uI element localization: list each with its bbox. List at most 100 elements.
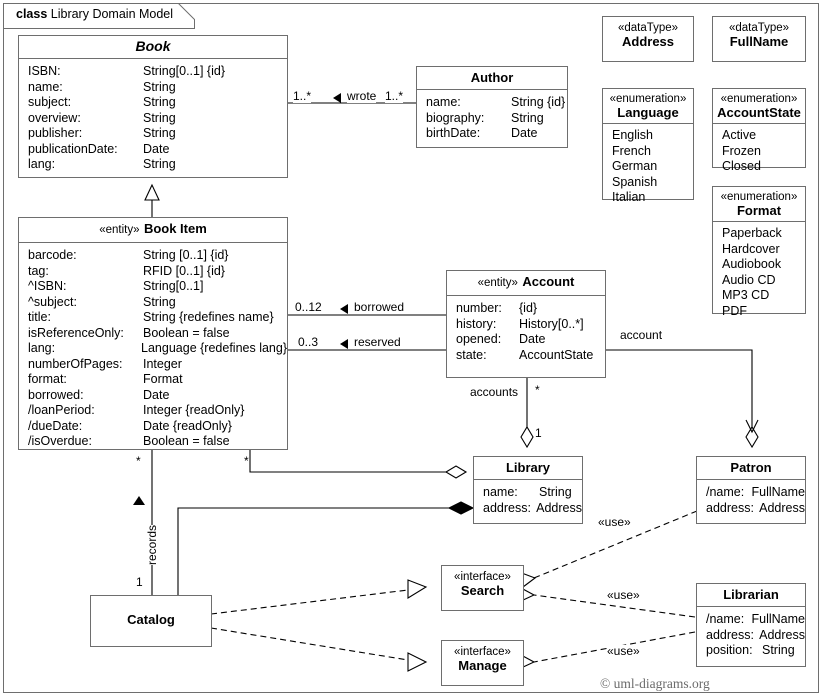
enum-literal: PDF: [722, 303, 747, 318]
assoc-label-borrowed: borrowed: [354, 300, 405, 314]
attribute-row: state:AccountState: [456, 347, 594, 362]
attribute-row: address:Address: [483, 500, 582, 515]
enum-literal: MP3 CD: [722, 288, 770, 302]
class-account-stereotype: «entity»: [477, 277, 518, 289]
enum-literal: Italian: [612, 190, 646, 204]
interface-search-stereotype: «interface»: [454, 571, 511, 583]
class-catalog[interactable]: Catalog: [90, 595, 212, 647]
direction-arrow-borrowed: [340, 304, 348, 314]
class-library[interactable]: Library name:String address:Address: [473, 456, 583, 524]
assoc-label-accounts: accounts: [470, 385, 519, 399]
attribute-row: lang:Language {redefines lang}: [28, 341, 287, 355]
enumeration-format-header: «enumeration» Format: [713, 187, 805, 221]
datatype-fullname[interactable]: «dataType» FullName: [712, 16, 806, 62]
interface-manage-stereotype: «interface»: [454, 646, 511, 658]
divider: [603, 123, 693, 124]
enumeration-accountstate[interactable]: «enumeration» AccountState Active Frozen…: [712, 88, 806, 173]
enumeration-accountstate-name: AccountState: [717, 105, 801, 120]
aggregation-diamond-patron: [745, 425, 759, 449]
enumeration-format-name: Format: [736, 203, 782, 218]
class-author-attributes: name:String {id} biography:String birthD…: [417, 90, 567, 148]
attribute-row: lang:String: [28, 157, 176, 171]
attribute-row: position:String: [706, 643, 795, 657]
divider: [417, 89, 567, 90]
assoc-label-wrote: wrote: [347, 89, 377, 103]
enum-literal: French: [612, 143, 651, 158]
frame-title: class Library Domain Model: [16, 7, 174, 21]
enumeration-language[interactable]: «enumeration» Language English French Ge…: [602, 88, 694, 204]
generalization-arrow-open: [144, 183, 160, 201]
dep-librarian-search: [533, 594, 696, 618]
direction-arrow-reserved: [340, 339, 348, 349]
datatype-address-header: «dataType» Address: [603, 17, 693, 53]
class-author[interactable]: Author name:String {id} biography:String…: [416, 66, 568, 148]
mult-borrowed: 0..12: [295, 300, 322, 314]
interface-manage-name: Manage: [458, 658, 507, 673]
attribute-row: ^subject:String: [28, 294, 176, 309]
attribute-row: name:String: [28, 79, 176, 94]
enum-literal: Active: [722, 128, 757, 142]
class-patron[interactable]: Patron /name:FullName address:Address: [696, 456, 806, 524]
attribute-row: birthDate:Date: [426, 126, 538, 140]
interface-manage[interactable]: «interface» Manage: [441, 640, 524, 686]
assoc-label-account: account: [620, 328, 663, 342]
class-librarian-header: Librarian: [697, 584, 805, 606]
attribute-row: history:History[0..*]: [456, 316, 584, 331]
class-account[interactable]: «entity» Account number:{id} history:His…: [446, 270, 606, 378]
attribute-row: ISBN:String[0..1] {id}: [28, 64, 226, 78]
assoc-label-records: records: [145, 524, 159, 565]
class-catalog-header: Catalog: [91, 596, 211, 631]
enum-literal: German: [612, 159, 658, 173]
interface-manage-header: «interface» Manage: [442, 641, 523, 677]
enumeration-accountstate-stereotype: «enumeration»: [720, 93, 798, 105]
class-author-name: Author: [470, 70, 514, 85]
class-account-header: «entity» Account: [447, 271, 605, 295]
enumeration-language-header: «enumeration» Language: [603, 89, 693, 123]
divider: [697, 606, 805, 607]
class-patron-header: Patron: [697, 457, 805, 479]
datatype-address-name: Address: [621, 34, 675, 49]
assoc-account-patron: [606, 349, 753, 447]
realization-arrow-manage: [407, 652, 428, 672]
assoc-bookitem-library: [249, 450, 455, 473]
mult-library-items: *: [244, 454, 249, 468]
class-book-item[interactable]: «entity» Book Item barcode:String [0..1]…: [18, 217, 288, 450]
attribute-row: publisher:String: [28, 126, 176, 140]
attribute-row: borrowed:Date: [28, 387, 170, 402]
attribute-row: format:Format: [28, 372, 183, 386]
divider: [19, 242, 287, 243]
attribute-row: address:Address: [706, 627, 805, 642]
interface-search[interactable]: «interface» Search: [441, 565, 524, 611]
interface-search-name: Search: [460, 583, 505, 598]
class-book-item-name: Book Item: [143, 221, 207, 236]
assoc-label-reserved: reserved: [354, 335, 401, 349]
attribute-row: /dueDate:Date {readOnly}: [28, 418, 232, 433]
class-book-item-header: «entity» Book Item: [19, 218, 287, 242]
datatype-fullname-header: «dataType» FullName: [713, 17, 805, 53]
mult-reserved: 0..3: [298, 335, 319, 349]
attribute-row: number:{id}: [456, 301, 538, 315]
attribute-row: overview:String: [28, 110, 176, 125]
mult-author-wrote-target: 1..*: [385, 89, 404, 103]
enum-literal: Audiobook: [722, 257, 782, 271]
class-librarian-attributes: /name:FullName address:Address position:…: [697, 607, 805, 665]
class-book[interactable]: Book ISBN:String[0..1] {id} name:String …: [18, 35, 288, 178]
attribute-row: /name:FullName: [706, 485, 805, 499]
class-book-name: Book: [135, 38, 171, 54]
realize-catalog-manage: [210, 627, 409, 661]
enumeration-format[interactable]: «enumeration» Format Paperback Hardcover…: [712, 186, 806, 318]
enum-literal: Spanish: [612, 174, 658, 189]
attribute-row: subject:String: [28, 95, 176, 109]
attribute-row: /isOverdue:Boolean = false: [28, 434, 230, 448]
attribute-row: numberOfPages:Integer: [28, 356, 182, 371]
mult-accounts-source: *: [535, 383, 540, 397]
class-librarian-name: Librarian: [723, 587, 779, 602]
enumeration-format-literals: Paperback Hardcover Audiobook Audio CD M…: [713, 222, 805, 324]
class-librarian[interactable]: Librarian /name:FullName address:Address…: [696, 583, 806, 667]
datatype-address[interactable]: «dataType» Address: [602, 16, 694, 62]
class-library-name: Library: [505, 460, 551, 475]
class-book-item-attributes: barcode:String [0..1] {id} tag:RFID [0..…: [19, 243, 287, 456]
class-patron-attributes: /name:FullName address:Address: [697, 480, 805, 522]
attribute-row: name:String: [483, 485, 572, 499]
